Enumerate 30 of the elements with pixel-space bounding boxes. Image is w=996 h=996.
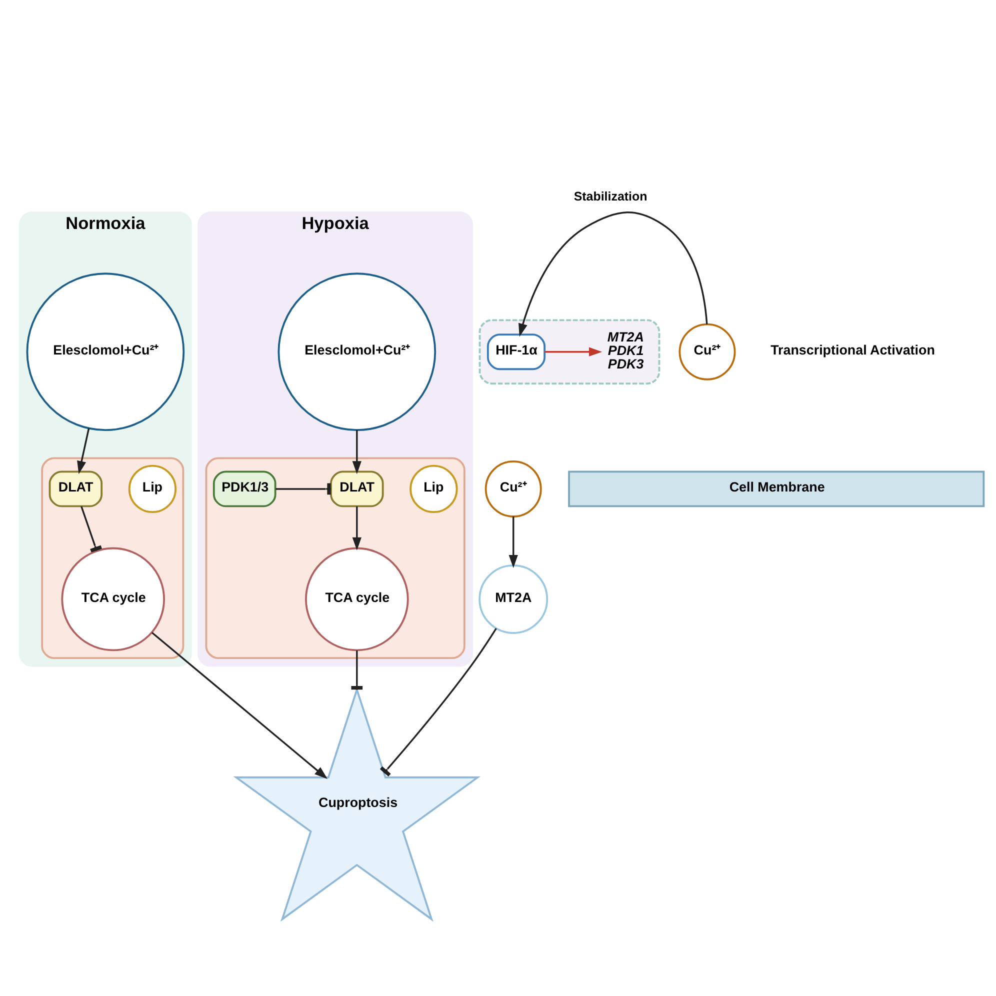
cluster <box>41 456 184 659</box>
node-circle: Cu²⁺ <box>678 322 736 380</box>
connector <box>276 482 331 494</box>
edge-label: Stabilization <box>574 188 648 203</box>
node-circle: Lip <box>128 464 177 513</box>
arrow <box>352 429 362 474</box>
arrow <box>352 506 362 550</box>
arrow <box>151 631 328 778</box>
node-circle: TCA cycle <box>305 546 409 651</box>
connector <box>380 627 497 776</box>
node-box: DLAT <box>330 470 384 507</box>
node-circle: MT2A <box>478 564 548 634</box>
node-circle: Cu²⁺ <box>484 460 542 517</box>
label: Transcriptional Activation <box>770 342 935 357</box>
node-box: Cell Membrane <box>568 470 985 507</box>
node-box: PDK1/3 <box>212 470 276 507</box>
arrow <box>508 516 518 568</box>
cluster <box>478 318 660 384</box>
connector <box>80 506 102 552</box>
cluster <box>205 456 466 659</box>
node-text: MT2A PDK1 PDK3 <box>607 328 644 371</box>
arrow <box>77 428 90 474</box>
arrow <box>544 346 602 356</box>
node-box: DLAT <box>48 470 103 507</box>
node-circle: Elesclomol+Cu²⁺ <box>278 272 436 431</box>
node-circle: Lip <box>410 464 458 513</box>
arrow <box>518 211 708 336</box>
node-box: HIF-1α <box>486 333 546 370</box>
node-circle: TCA cycle <box>61 546 166 651</box>
node-circle: Elesclomol+Cu²⁺ <box>26 272 185 431</box>
